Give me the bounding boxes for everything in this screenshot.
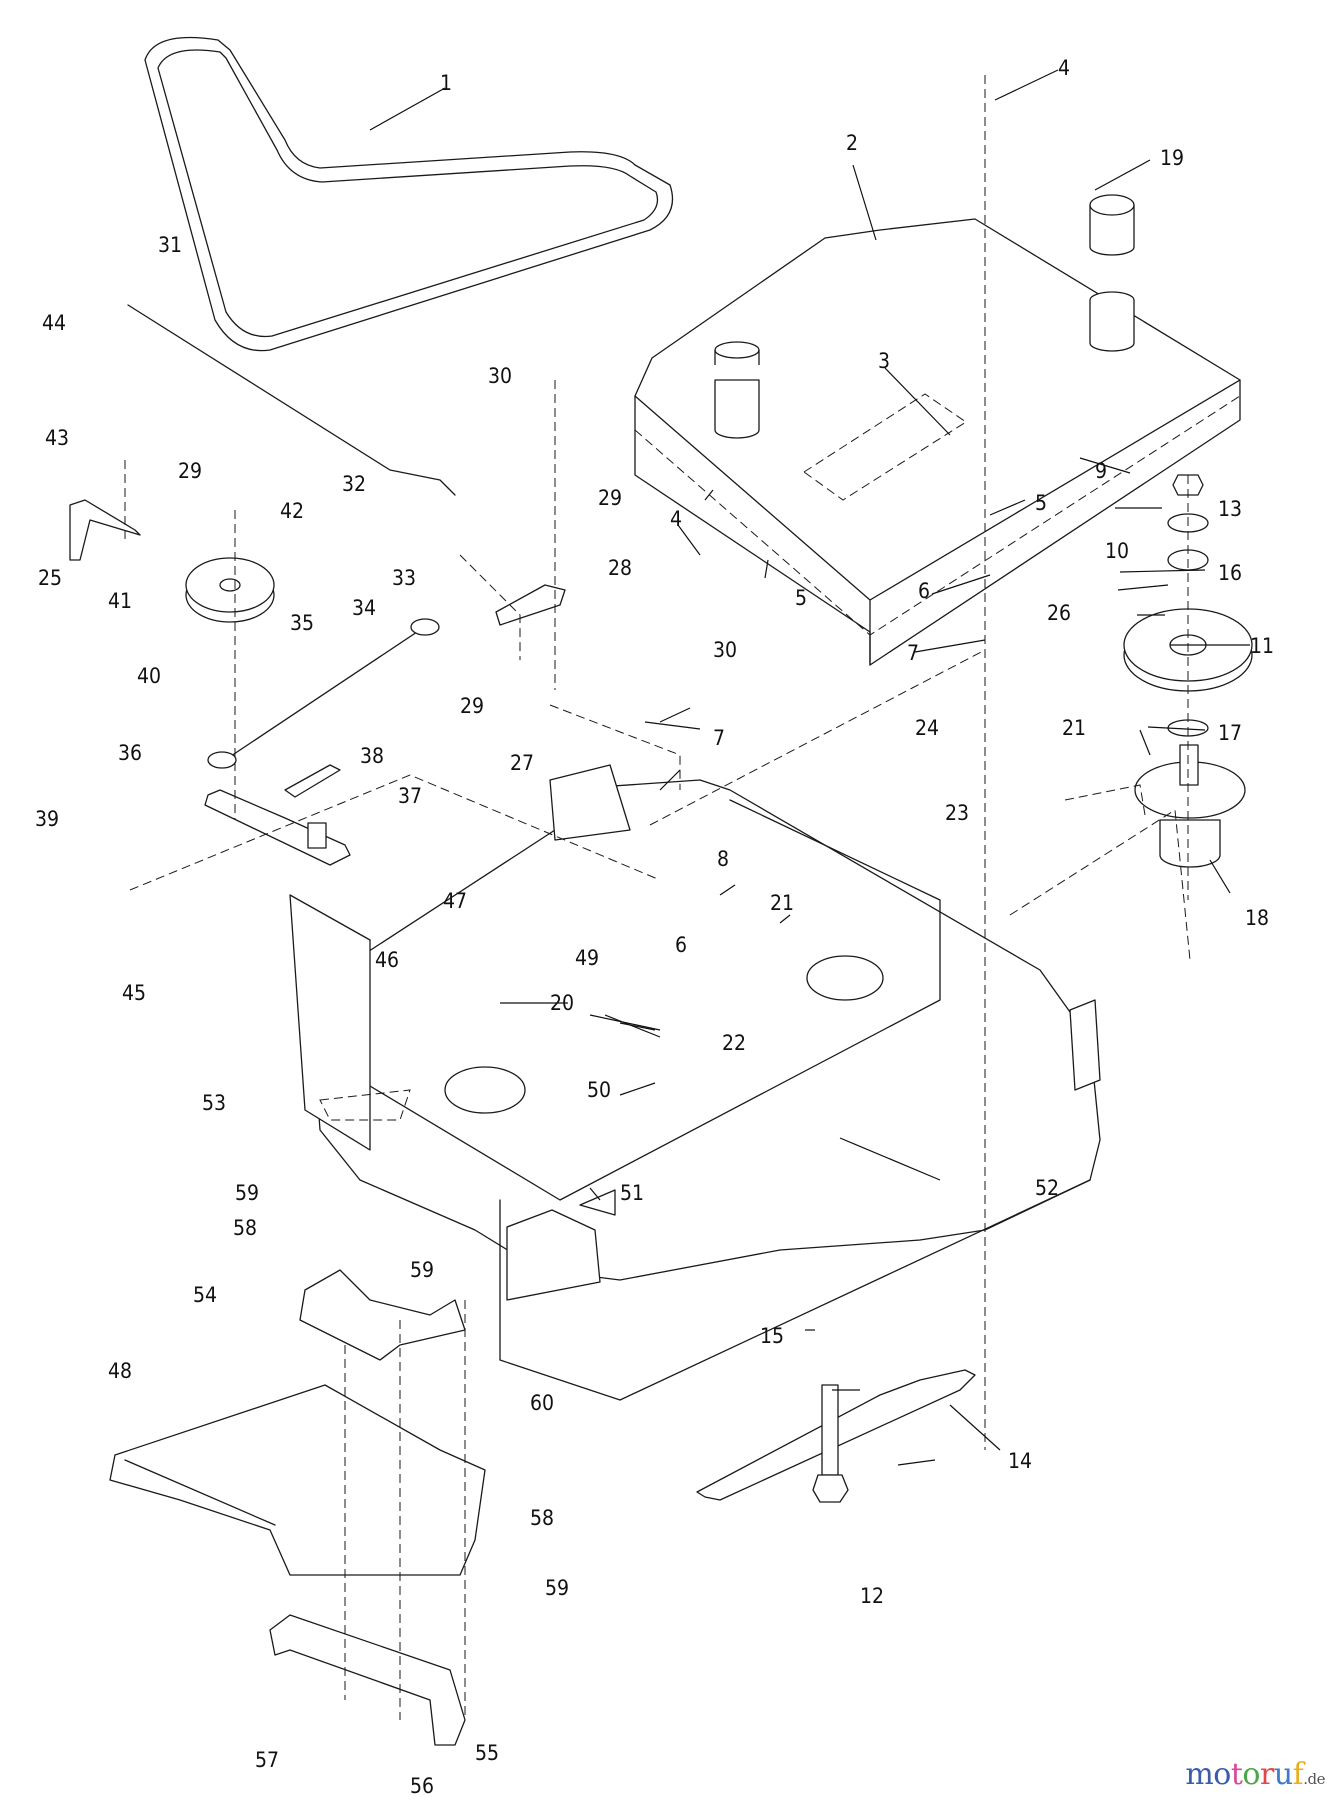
callout-7a: 7 [907,641,919,665]
callout-59a: 59 [235,1181,259,1205]
callout-31: 31 [158,233,182,257]
callout-21a: 21 [1062,716,1086,740]
callout-42: 42 [280,499,304,523]
callout-59c: 59 [545,1576,569,1600]
callout-40: 40 [137,664,161,688]
callout-11: 11 [1250,634,1274,658]
callout-26: 26 [1047,601,1071,625]
callout-28: 28 [608,556,632,580]
callout-12: 12 [860,1584,884,1608]
discharge-chute [109,1384,486,1576]
motoruf-watermark: motoruf.de [1185,1757,1325,1792]
callout-8: 8 [717,847,729,871]
callout-17: 17 [1218,721,1242,745]
callout-4b: 4 [670,507,682,531]
callout-38: 38 [360,744,384,768]
callout-43: 43 [45,426,69,450]
callout-34: 34 [352,596,376,620]
callout-22: 22 [722,1031,746,1055]
callout-54: 54 [193,1283,217,1307]
callout-51: 51 [620,1181,644,1205]
idler-pulley [185,557,275,623]
callout-37: 37 [398,784,422,808]
spindle-housing [1134,744,1246,868]
belt-guide [69,499,141,561]
callout-3: 3 [878,349,890,373]
callout-27: 27 [510,751,534,775]
callout-47: 47 [443,889,467,913]
callout-5b: 5 [795,586,807,610]
callout-50: 50 [587,1078,611,1102]
tension-rod [207,618,440,798]
callout-58a: 58 [233,1216,257,1240]
callout-41: 41 [108,589,132,613]
watermark-letter: o [1213,1757,1231,1792]
callout-7b: 7 [713,726,725,750]
callout-45: 45 [122,981,146,1005]
watermark-letter: r [1259,1757,1274,1792]
callout-39: 39 [35,807,59,831]
leader-lines [369,69,1250,1466]
watermark-letter: f [1292,1757,1304,1792]
callout-53: 53 [202,1091,226,1115]
callout-33: 33 [392,566,416,590]
callout-29a: 29 [178,459,202,483]
callout-32: 32 [342,472,366,496]
callout-30a: 30 [488,364,512,388]
callout-19: 19 [1160,146,1184,170]
idler-arm [204,789,351,866]
callout-60: 60 [530,1391,554,1415]
callout-16: 16 [1218,561,1242,585]
callout-25: 25 [38,566,62,590]
callout-36: 36 [118,741,142,765]
callout-2: 2 [846,131,858,155]
deck-cover [634,194,1241,666]
blade-bolt [812,1384,849,1503]
callout-9: 9 [1095,459,1107,483]
callout-30b: 30 [713,638,737,662]
watermark-tld: .de [1303,1770,1325,1788]
callout-15: 15 [760,1324,784,1348]
mower-deck [289,764,1101,1401]
callout-49: 49 [575,946,599,970]
callout-56: 56 [410,1774,434,1798]
callout-44: 44 [42,311,66,335]
callout-59b: 59 [410,1258,434,1282]
callout-58b: 58 [530,1506,554,1530]
callout-10: 10 [1105,539,1129,563]
watermark-letter: u [1273,1757,1293,1792]
callout-46: 46 [375,948,399,972]
hinge-bracket [299,1269,466,1361]
v-belt [144,36,674,352]
callout-6a: 6 [918,579,930,603]
watermark-letter: t [1230,1757,1243,1792]
callout-13: 13 [1218,497,1242,521]
callout-57: 57 [255,1748,279,1772]
callout-5a: 5 [1035,491,1047,515]
callout-35: 35 [290,611,314,635]
callout-48: 48 [108,1359,132,1383]
callout-18: 18 [1245,906,1269,930]
callout-6b: 6 [675,933,687,957]
callout-29b: 29 [598,486,622,510]
callout-52: 52 [1035,1176,1059,1200]
brake-rod [127,304,456,496]
chute-bracket [269,1614,466,1746]
callout-14: 14 [1008,1449,1032,1473]
watermark-letter: o [1242,1757,1260,1792]
callout-23: 23 [945,801,969,825]
callout-55: 55 [475,1741,499,1765]
callout-24: 24 [915,716,939,740]
watermark-wordmark: motoruf [1185,1757,1303,1792]
callout-1: 1 [440,71,452,95]
watermark-letter: m [1185,1757,1214,1792]
pivot-bracket [495,584,566,626]
alignment-lines [124,75,1191,1720]
callout-4a: 4 [1058,56,1070,80]
callout-20: 20 [550,991,574,1015]
callout-labels: 1 2 3 4 4 5 5 6 6 7 7 8 9 10 11 12 13 14… [35,56,1274,1798]
callout-29c: 29 [460,694,484,718]
callout-21b: 21 [770,891,794,915]
